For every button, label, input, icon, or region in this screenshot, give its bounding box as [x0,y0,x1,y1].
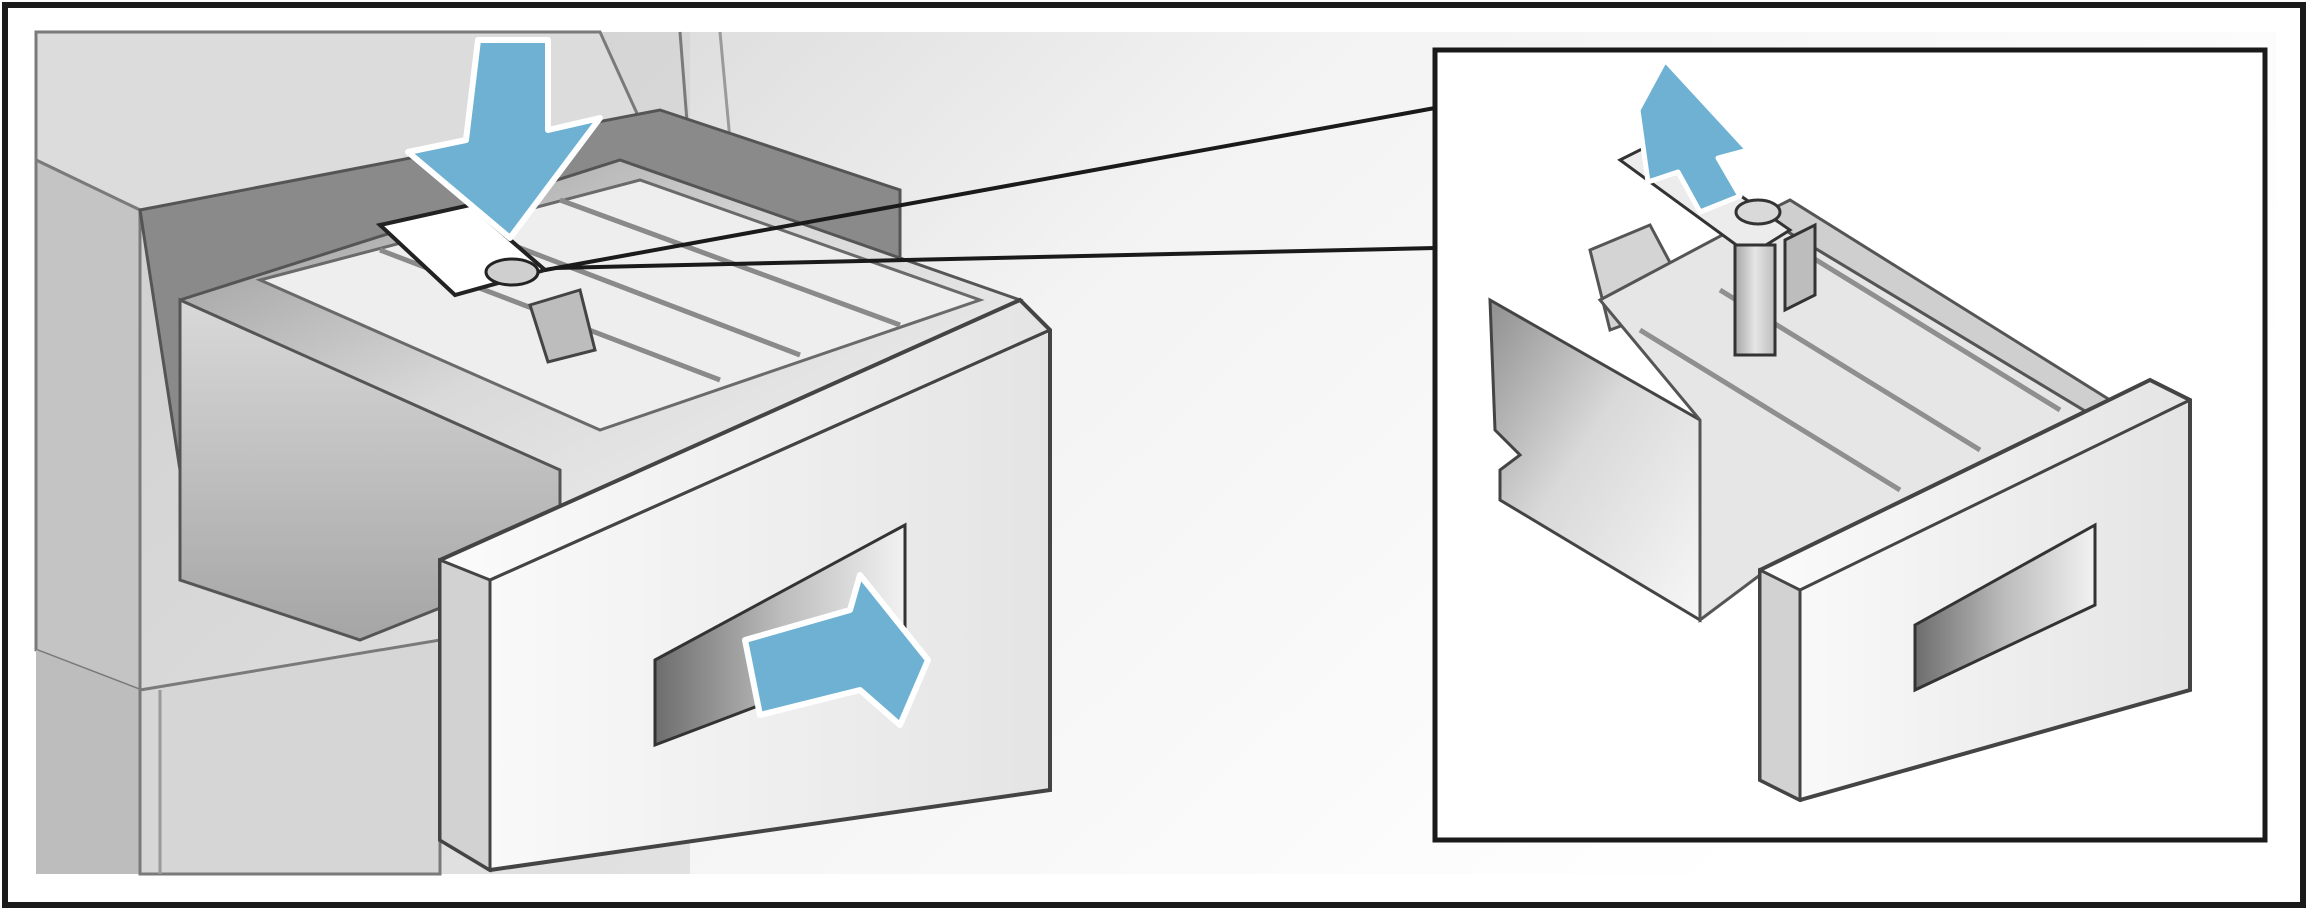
callout-lines [544,106,1436,272]
arrow-pull-out-icon [742,572,931,728]
dispenser-drawer-detail [1432,47,2268,843]
arrow-down-icon [405,37,603,241]
arrow-up-icon [1635,57,1751,215]
dispenser-drawer-removal [34,30,2276,876]
